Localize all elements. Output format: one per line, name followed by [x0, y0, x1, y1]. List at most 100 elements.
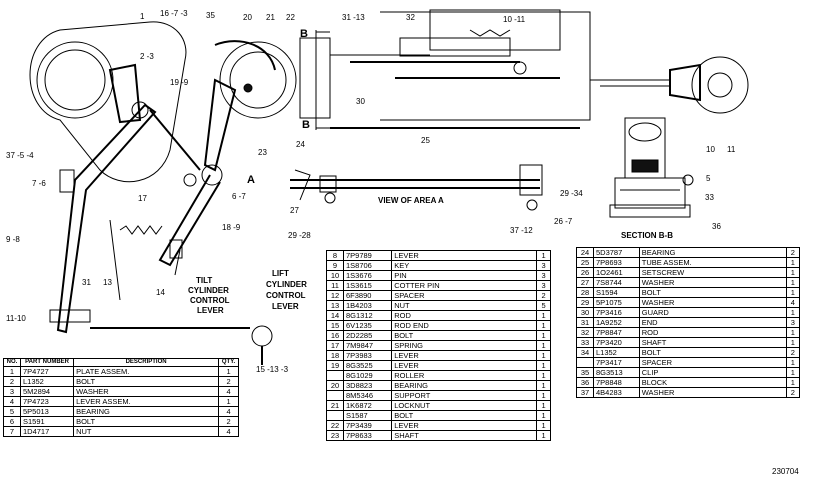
cell-no: 33 [576, 337, 594, 348]
cell-desc: SPRING [391, 340, 538, 351]
cell-desc: SETSCREW [638, 267, 787, 278]
cell-desc: WASHER [73, 386, 220, 397]
cell-desc: SPACER [638, 357, 787, 368]
cell-qty: 1 [785, 357, 801, 368]
tilt-label: TILT [196, 276, 212, 285]
cell-part: 7P3417 [593, 357, 640, 368]
cell-part: 6F3890 [342, 290, 393, 301]
lever-tip [669, 56, 749, 114]
cell-qty: 1 [785, 327, 801, 338]
callout-14: 14 [156, 288, 165, 297]
cell-part: 5P5013 [19, 406, 75, 417]
cell-no: 28 [576, 287, 594, 298]
cell-desc: LOCKNUT [391, 400, 538, 411]
callout-10: 10 [706, 145, 715, 154]
cell-desc: NUT [73, 426, 220, 437]
cell-part: S1591 [19, 416, 75, 427]
cell-qty: 1 [536, 310, 551, 321]
cell-qty: 1 [785, 277, 801, 288]
cell-qty: 2 [785, 347, 801, 358]
cell-qty: 1 [785, 337, 801, 348]
cell-no: 34 [576, 347, 594, 358]
view-of-area-a-label: VIEW OF AREA A [378, 196, 444, 205]
cell-part: 7P3439 [342, 420, 393, 431]
header-no: NO. [3, 358, 21, 367]
cell-part: 1O2461 [593, 267, 640, 278]
cell-no: 22 [326, 420, 344, 431]
cell-no: 12 [326, 290, 344, 301]
callout-1: 1 [140, 12, 145, 21]
cell-no: 3 [3, 386, 21, 397]
cell-no: 31 [576, 317, 594, 328]
cell-no: 8 [326, 250, 344, 261]
cell-qty: 2 [218, 416, 239, 427]
lift-control-lever [169, 239, 273, 365]
cell-part: 1A9252 [593, 317, 640, 328]
cell-qty: 4 [218, 386, 239, 397]
cell-desc: ROD [391, 310, 538, 321]
cell-qty: 1 [218, 366, 239, 377]
cell-desc: KEY [391, 260, 538, 271]
callout-24: 24 [296, 140, 305, 149]
cell-qty: 1 [785, 307, 801, 318]
section-b-marker-bottom: B [302, 119, 310, 131]
cell-part: 7P8633 [342, 430, 393, 441]
cell-desc: NUT [391, 300, 538, 311]
cell-desc: BOLT [391, 330, 538, 341]
cell-desc: WASHER [638, 277, 787, 288]
callout-15-13-3: 15 -13 -3 [256, 365, 289, 374]
cell-desc: WASHER [638, 387, 787, 398]
callout-37-12: 37 -12 [510, 226, 533, 235]
cell-desc: BOLT [638, 347, 787, 358]
callout-30: 30 [356, 97, 365, 106]
cell-no: 19 [326, 360, 344, 371]
cell-qty: 1 [536, 390, 551, 401]
cell-qty: 1 [536, 250, 551, 261]
callout-7-6: 7 -6 [32, 179, 46, 188]
cell-qty: 1 [785, 287, 801, 298]
cell-part: 7P3416 [593, 307, 640, 318]
cell-desc: END [638, 317, 787, 328]
cell-desc: BOLT [73, 376, 220, 387]
cell-qty: 3 [785, 317, 801, 328]
cell-part: 7P8693 [593, 257, 640, 268]
cell-no: 16 [326, 330, 344, 341]
cell-qty: 3 [536, 280, 551, 291]
cell-desc: BEARING [391, 380, 538, 391]
cell-no: 26 [576, 267, 594, 278]
lift-label: LIFT [272, 269, 289, 278]
cell-no [326, 370, 344, 381]
section-bb-label: SECTION B-B [621, 231, 673, 240]
cell-qty: 1 [785, 267, 801, 278]
cell-part: 1B4203 [342, 300, 393, 311]
cell-desc: SHAFT [391, 430, 538, 441]
cell-no: 27 [576, 277, 594, 288]
cell-qty: 1 [536, 350, 551, 361]
callout-33: 33 [705, 193, 714, 202]
cell-part: 7P8848 [593, 377, 640, 388]
cell-desc: BEARING [73, 406, 220, 417]
cell-qty: 5 [536, 300, 551, 311]
cell-qty: 1 [785, 377, 801, 388]
cell-desc: BOLT [73, 416, 220, 427]
cell-no [326, 410, 344, 421]
cell-qty: 1 [218, 396, 239, 407]
cell-qty: 1 [536, 340, 551, 351]
cell-no: 7 [3, 426, 21, 437]
cell-part: 8G3513 [593, 367, 640, 378]
cell-qty: 4 [218, 426, 239, 437]
